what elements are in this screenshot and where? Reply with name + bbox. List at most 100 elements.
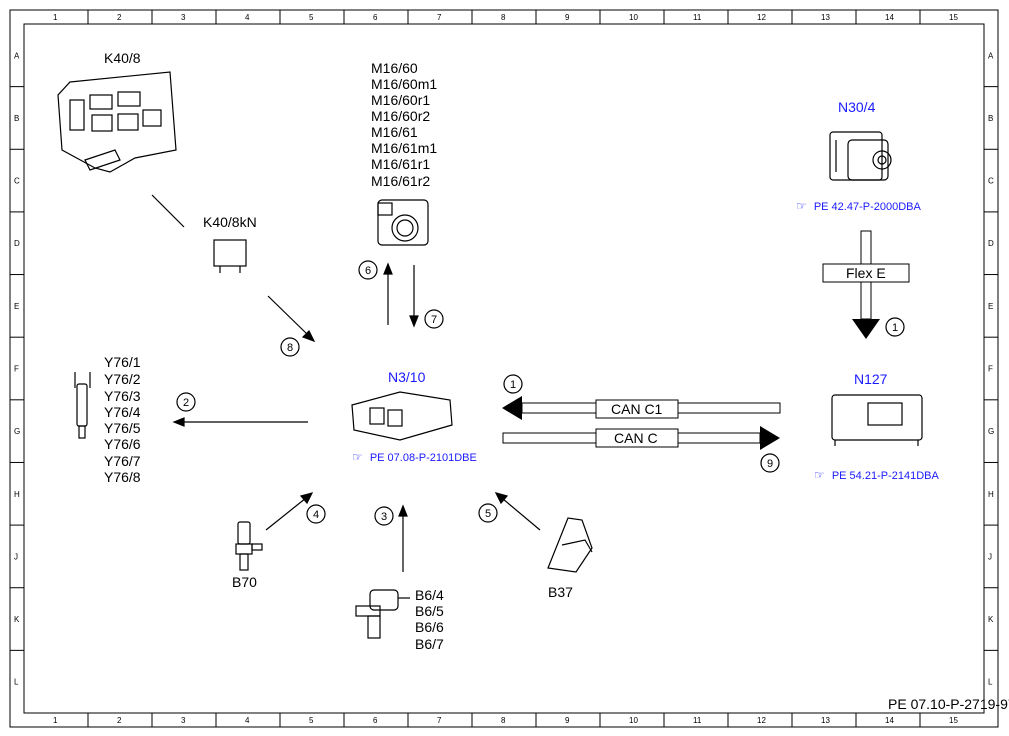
callout-number: 3 bbox=[381, 511, 387, 523]
m16-label: M16/60m1 bbox=[371, 76, 437, 92]
m16-label: M16/61 bbox=[371, 124, 418, 140]
grid-row-label: B bbox=[988, 114, 993, 123]
grid-column-label: 13 bbox=[821, 716, 830, 725]
hand-pointer-icon: ☞ bbox=[352, 450, 363, 464]
n3-10-ref-link[interactable]: ☞ PE 07.08-P-2101DBE bbox=[352, 450, 477, 464]
can-c1-label: CAN C1 bbox=[611, 401, 663, 417]
grid-row-label: E bbox=[14, 302, 19, 311]
n127-ref-text: PE 54.21-P-2141DBA bbox=[832, 470, 940, 482]
n30-4-ref-link[interactable]: ☞ PE 42.47-P-2000DBA bbox=[796, 199, 921, 213]
y76-label: Y76/8 bbox=[104, 469, 141, 485]
m16-label: M16/61r1 bbox=[371, 156, 430, 172]
callout-number: 4 bbox=[313, 509, 319, 521]
grid-column-label: 5 bbox=[309, 716, 314, 725]
n127-label: N127 bbox=[854, 371, 888, 387]
grid-row-label: D bbox=[14, 239, 20, 248]
grid-row-label: D bbox=[988, 239, 994, 248]
can-c-arrow bbox=[502, 426, 780, 450]
b6-label: B6/7 bbox=[415, 636, 444, 652]
grid-column-label: 6 bbox=[373, 716, 378, 725]
fuse-relay-box-icon bbox=[57, 71, 177, 173]
grid-row-label: J bbox=[14, 552, 18, 561]
b6-label: B6/5 bbox=[415, 603, 444, 619]
grid-column-label: 11 bbox=[693, 13, 702, 22]
relay-icon bbox=[213, 239, 247, 273]
callout-numbers: 1 1 2 3 4 5 6 7 8 9 bbox=[183, 265, 898, 523]
hand-pointer-icon: ☞ bbox=[796, 199, 807, 213]
callout-number: 2 bbox=[183, 397, 189, 409]
grid-column-label: 6 bbox=[373, 13, 378, 22]
injector-labels: Y76/1 Y76/2 Y76/3 Y76/4 Y76/5 Y76/6 Y76/… bbox=[104, 354, 141, 485]
y76-label: Y76/5 bbox=[104, 420, 141, 436]
callout-number: 9 bbox=[767, 458, 773, 470]
grid-row-label: G bbox=[988, 427, 994, 436]
grid-row-label: H bbox=[14, 490, 20, 499]
k40-8kn-label: K40/8kN bbox=[203, 214, 257, 230]
b37-label: B37 bbox=[548, 584, 573, 600]
callout-group bbox=[176, 260, 905, 526]
grid-column-label: 10 bbox=[629, 13, 638, 22]
n127-ref-link[interactable]: ☞ PE 54.21-P-2141DBA bbox=[814, 468, 939, 482]
m16-label: M16/61r2 bbox=[371, 173, 430, 189]
y76-label: Y76/6 bbox=[104, 436, 141, 452]
grid-row-label: G bbox=[14, 427, 20, 436]
accelerator-pedal-icon bbox=[547, 517, 593, 573]
grid-row-label: H bbox=[988, 490, 994, 499]
n30-4-ref-text: PE 42.47-P-2000DBA bbox=[814, 201, 922, 213]
y76-label: Y76/3 bbox=[104, 388, 141, 404]
grid-row-label: L bbox=[14, 678, 19, 687]
hand-pointer-icon: ☞ bbox=[814, 468, 825, 482]
n3-10-ref-text: PE 07.08-P-2101DBE bbox=[370, 452, 477, 464]
callout-number: 1 bbox=[510, 379, 516, 391]
grid-column-label: 7 bbox=[437, 716, 442, 725]
grid-column-label: 8 bbox=[501, 13, 506, 22]
grid-column-label: 15 bbox=[949, 13, 958, 22]
grid-column-label: 10 bbox=[629, 716, 638, 725]
b70-label: B70 bbox=[232, 574, 257, 590]
y76-label: Y76/1 bbox=[104, 354, 141, 370]
camshaft-sensor-icon bbox=[355, 589, 410, 639]
m16-label: M16/60r2 bbox=[371, 108, 430, 124]
flex-e-label: Flex E bbox=[846, 265, 886, 281]
grid-column-label: 14 bbox=[885, 13, 894, 22]
grid-row-label: B bbox=[14, 114, 19, 123]
m16-label: M16/60 bbox=[371, 60, 418, 76]
y76-label: Y76/2 bbox=[104, 371, 141, 387]
y76-label: Y76/7 bbox=[104, 453, 141, 469]
grid-column-label: 5 bbox=[309, 13, 314, 22]
grid-row-label: E bbox=[988, 302, 993, 311]
grid-row-label: L bbox=[988, 678, 993, 687]
n30-4-label: N30/4 bbox=[838, 99, 876, 115]
grid-column-label: 3 bbox=[181, 13, 186, 22]
throttle-valve-icon bbox=[377, 199, 429, 246]
camshaft-sensor-labels: B6/4 B6/5 B6/6 B6/7 bbox=[415, 587, 444, 652]
grid-column-label: 11 bbox=[693, 716, 702, 725]
callout-number: 5 bbox=[485, 508, 491, 520]
grid-column-label: 12 bbox=[757, 716, 766, 725]
callout-number: 8 bbox=[287, 342, 293, 354]
m16-label: M16/61m1 bbox=[371, 140, 437, 156]
grid-row-label: F bbox=[14, 365, 19, 374]
powertrain-control-unit-icon bbox=[831, 394, 923, 446]
grid-column-label: 4 bbox=[245, 13, 250, 22]
grid-row-label: J bbox=[988, 552, 992, 561]
esp-control-unit-icon bbox=[829, 131, 892, 181]
grid-column-label: 2 bbox=[117, 13, 122, 22]
grid-column-label: 2 bbox=[117, 716, 122, 725]
can-c1-arrow bbox=[502, 396, 781, 420]
grid-column-label: 15 bbox=[949, 716, 958, 725]
k40-8-label: K40/8 bbox=[104, 50, 141, 66]
grid-column-label: 9 bbox=[565, 13, 570, 22]
inner-frame bbox=[23, 23, 985, 714]
grid-column-label: 3 bbox=[181, 716, 186, 725]
grid-row-label: F bbox=[988, 365, 993, 374]
grid-row-label: C bbox=[14, 177, 20, 186]
grid-column-label: 13 bbox=[821, 13, 830, 22]
n3-10-label: N3/10 bbox=[388, 369, 426, 385]
grid-column-label: 12 bbox=[757, 13, 766, 22]
fuel-injector-icon bbox=[74, 372, 91, 439]
grid-labels: 1122334455667788991010111112121313141415… bbox=[10, 10, 998, 727]
signal-arrows bbox=[172, 262, 541, 572]
b6-label: B6/6 bbox=[415, 619, 444, 635]
